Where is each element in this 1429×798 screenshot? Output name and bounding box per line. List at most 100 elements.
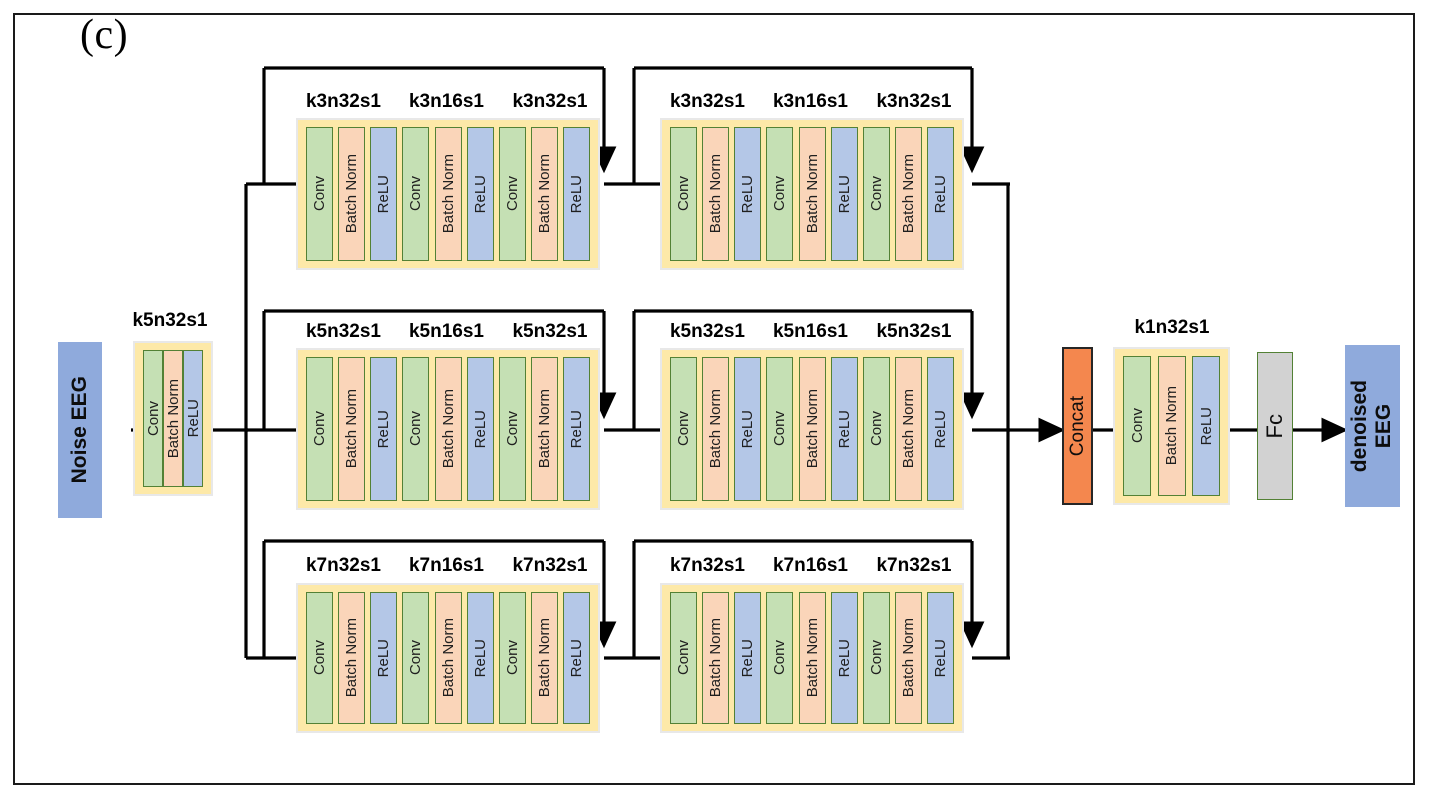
k7-stage-1-group: Conv Batch Norm ReLU Conv Batch Norm ReL… bbox=[296, 583, 600, 733]
relu-layer: ReLU bbox=[466, 592, 494, 724]
relu-label: ReLU bbox=[568, 638, 585, 678]
batchnorm-label: Batch Norm bbox=[535, 389, 553, 469]
relu-layer: ReLU bbox=[563, 592, 590, 724]
conv-label: Conv bbox=[675, 640, 692, 676]
batchnorm-label: Batch Norm bbox=[803, 154, 821, 234]
batchnorm-label: Batch Norm bbox=[535, 154, 553, 234]
k7-stage-2-group: Conv Batch Norm ReLU Conv Batch Norm ReL… bbox=[660, 583, 964, 733]
kernel-label: k3n32s1 bbox=[876, 91, 952, 112]
conv-label: Conv bbox=[867, 411, 885, 447]
relu-layer: ReLU bbox=[563, 357, 590, 501]
conv-layer: Conv bbox=[862, 592, 890, 724]
conv-layer: Conv bbox=[670, 357, 697, 501]
relu-layer: ReLU bbox=[370, 127, 398, 261]
batchnorm-label: Batch Norm bbox=[803, 618, 821, 698]
conv-layer: Conv bbox=[498, 127, 526, 261]
panel-letter: (c) bbox=[80, 12, 129, 58]
stem-conv-label: Conv bbox=[144, 400, 162, 437]
batchnorm-layer: Batch Norm bbox=[338, 592, 366, 724]
k5-stage-1-group: Conv Batch Norm ReLU Conv Batch Norm ReL… bbox=[296, 348, 600, 510]
conv-label: Conv bbox=[867, 640, 885, 676]
k5-stage-1-labels: k5n32s1 k5n16s1 k5n32s1 bbox=[292, 321, 602, 343]
batchnorm-layer: Batch Norm bbox=[530, 127, 558, 261]
batchnorm-layer: Batch Norm bbox=[894, 592, 922, 724]
conv-layer: Conv bbox=[670, 592, 697, 724]
batchnorm-label: Batch Norm bbox=[439, 154, 457, 234]
k7-stage-2-labels: k7n32s1 k7n16s1 k7n32s1 bbox=[656, 555, 966, 577]
relu-label: ReLU bbox=[932, 174, 949, 214]
conv-label: Conv bbox=[311, 411, 328, 447]
batchnorm-label: Batch Norm bbox=[803, 389, 821, 469]
noise-eeg-input: Noise EEG bbox=[58, 342, 102, 518]
conv-layer: Conv bbox=[306, 357, 333, 501]
relu-label: ReLU bbox=[375, 638, 393, 678]
conv-layer: Conv bbox=[862, 127, 890, 261]
relu-layer: ReLU bbox=[927, 592, 954, 724]
conv-label: Conv bbox=[311, 176, 328, 212]
relu-layer: ReLU bbox=[370, 592, 398, 724]
kernel-label: k5n32s1 bbox=[305, 321, 381, 342]
kernel-label: k7n32s1 bbox=[512, 555, 588, 576]
relu-layer: ReLU bbox=[927, 357, 954, 501]
stem-batchnorm-label: Batch Norm bbox=[164, 378, 182, 459]
relu-label: ReLU bbox=[375, 174, 393, 214]
kernel-label: k5n32s1 bbox=[876, 321, 952, 342]
denoised-eeg-label: denoised EEG bbox=[1348, 379, 1396, 473]
kernel-label: k7n16s1 bbox=[772, 555, 848, 576]
kernel-label: k3n32s1 bbox=[669, 91, 745, 112]
batchnorm-label: Batch Norm bbox=[707, 154, 725, 234]
stem-conv-layer: Conv bbox=[143, 350, 163, 487]
concat-label: Concat bbox=[1066, 395, 1088, 457]
conv-layer: Conv bbox=[498, 357, 526, 501]
conv-layer: Conv bbox=[306, 127, 333, 261]
conv-label: Conv bbox=[771, 640, 789, 676]
batchnorm-label: Batch Norm bbox=[343, 618, 361, 698]
relu-layer: ReLU bbox=[830, 127, 858, 261]
k7-stage-1-labels: k7n32s1 k7n16s1 k7n32s1 bbox=[292, 555, 602, 577]
head-relu-layer: ReLU bbox=[1192, 356, 1220, 496]
batchnorm-layer: Batch Norm bbox=[530, 357, 558, 501]
stem-relu-label: ReLU bbox=[184, 399, 202, 438]
relu-layer: ReLU bbox=[466, 357, 494, 501]
conv-label: Conv bbox=[407, 176, 425, 212]
k3-stage-2-group: Conv Batch Norm ReLU Conv Batch Norm ReL… bbox=[660, 118, 964, 270]
conv-label: Conv bbox=[407, 411, 425, 447]
conv-label: Conv bbox=[503, 640, 521, 676]
relu-layer: ReLU bbox=[927, 127, 954, 261]
relu-label: ReLU bbox=[375, 409, 393, 449]
batchnorm-label: Batch Norm bbox=[439, 389, 457, 469]
batchnorm-layer: Batch Norm bbox=[702, 127, 730, 261]
conv-layer: Conv bbox=[402, 357, 430, 501]
kernel-label: k3n32s1 bbox=[512, 91, 588, 112]
batchnorm-layer: Batch Norm bbox=[798, 592, 826, 724]
batchnorm-label: Batch Norm bbox=[899, 389, 917, 469]
head-conv-label: Conv bbox=[1128, 408, 1146, 444]
head-batchnorm-layer: Batch Norm bbox=[1157, 356, 1186, 496]
conv-layer: Conv bbox=[862, 357, 890, 501]
batchnorm-label: Batch Norm bbox=[343, 154, 361, 234]
conv-label: Conv bbox=[503, 176, 521, 212]
kernel-label: k5n16s1 bbox=[772, 321, 848, 342]
relu-label: ReLU bbox=[739, 409, 757, 449]
relu-label: ReLU bbox=[739, 174, 757, 214]
conv-label: Conv bbox=[503, 411, 521, 447]
relu-label: ReLU bbox=[932, 638, 949, 678]
batchnorm-layer: Batch Norm bbox=[798, 127, 826, 261]
batchnorm-label: Batch Norm bbox=[899, 618, 917, 698]
batchnorm-label: Batch Norm bbox=[535, 618, 553, 698]
batchnorm-label: Batch Norm bbox=[707, 389, 725, 469]
head-block-group: Conv Batch Norm ReLU bbox=[1113, 347, 1230, 505]
conv-label: Conv bbox=[407, 640, 425, 676]
batchnorm-layer: Batch Norm bbox=[338, 127, 366, 261]
kernel-label: k7n32s1 bbox=[305, 555, 381, 576]
conv-label: Conv bbox=[771, 411, 789, 447]
relu-layer: ReLU bbox=[830, 357, 858, 501]
head-label: k1n32s1 bbox=[1134, 317, 1210, 338]
relu-label: ReLU bbox=[471, 174, 489, 214]
batchnorm-layer: Batch Norm bbox=[434, 592, 462, 724]
relu-label: ReLU bbox=[835, 174, 853, 214]
batchnorm-label: Batch Norm bbox=[707, 618, 725, 698]
relu-label: ReLU bbox=[568, 409, 585, 449]
head-conv-layer: Conv bbox=[1123, 356, 1151, 496]
